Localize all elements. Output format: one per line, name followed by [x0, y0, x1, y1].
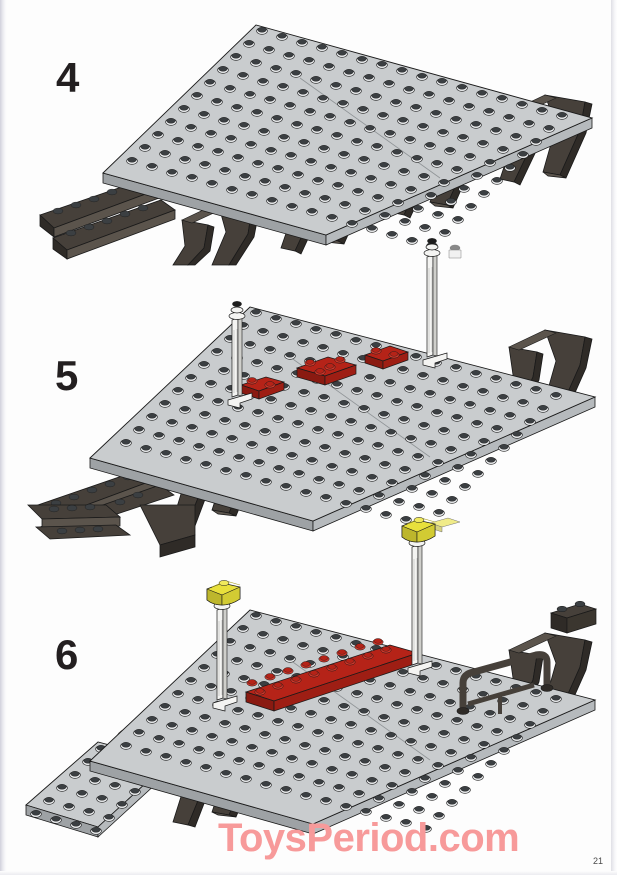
- railing-fence-right: [456, 651, 554, 715]
- lamp-shade-left: [206, 580, 241, 606]
- scan-edge-left: [0, 0, 7, 875]
- lamp-shade-right: [401, 517, 436, 543]
- platform-plate: [89, 609, 597, 835]
- step-number-4: 4: [56, 54, 79, 101]
- red-bench-plate: [244, 638, 420, 712]
- step-number-6: 6: [55, 631, 78, 678]
- ramp-rail-pieces-top: [27, 503, 196, 558]
- loose-yellow-piece: [429, 517, 461, 533]
- step-4-illustration: [0, 0, 617, 266]
- lamp-post-right: [422, 238, 448, 369]
- loose-knob-piece: [448, 244, 462, 259]
- red-plate-2: [295, 356, 358, 386]
- page-number: 21: [592, 856, 603, 866]
- step-6-illustration: [0, 503, 617, 840]
- scan-edge-right: [611, 0, 617, 875]
- watermark-text: ToysPeriod.com: [218, 816, 520, 860]
- red-plate-3: [363, 345, 410, 370]
- end-brick: [549, 600, 598, 634]
- red-plate-1: [239, 376, 286, 400]
- step-number-5: 5: [55, 352, 78, 399]
- platform-plate: [102, 24, 594, 250]
- lamp-post-left: [227, 301, 253, 409]
- scan-edge-bottom: [0, 871, 617, 875]
- lamp-post-left: [212, 602, 238, 712]
- platform-plate: [89, 306, 597, 532]
- step-5-illustration: [0, 235, 617, 536]
- lamp-post-right: [407, 539, 433, 677]
